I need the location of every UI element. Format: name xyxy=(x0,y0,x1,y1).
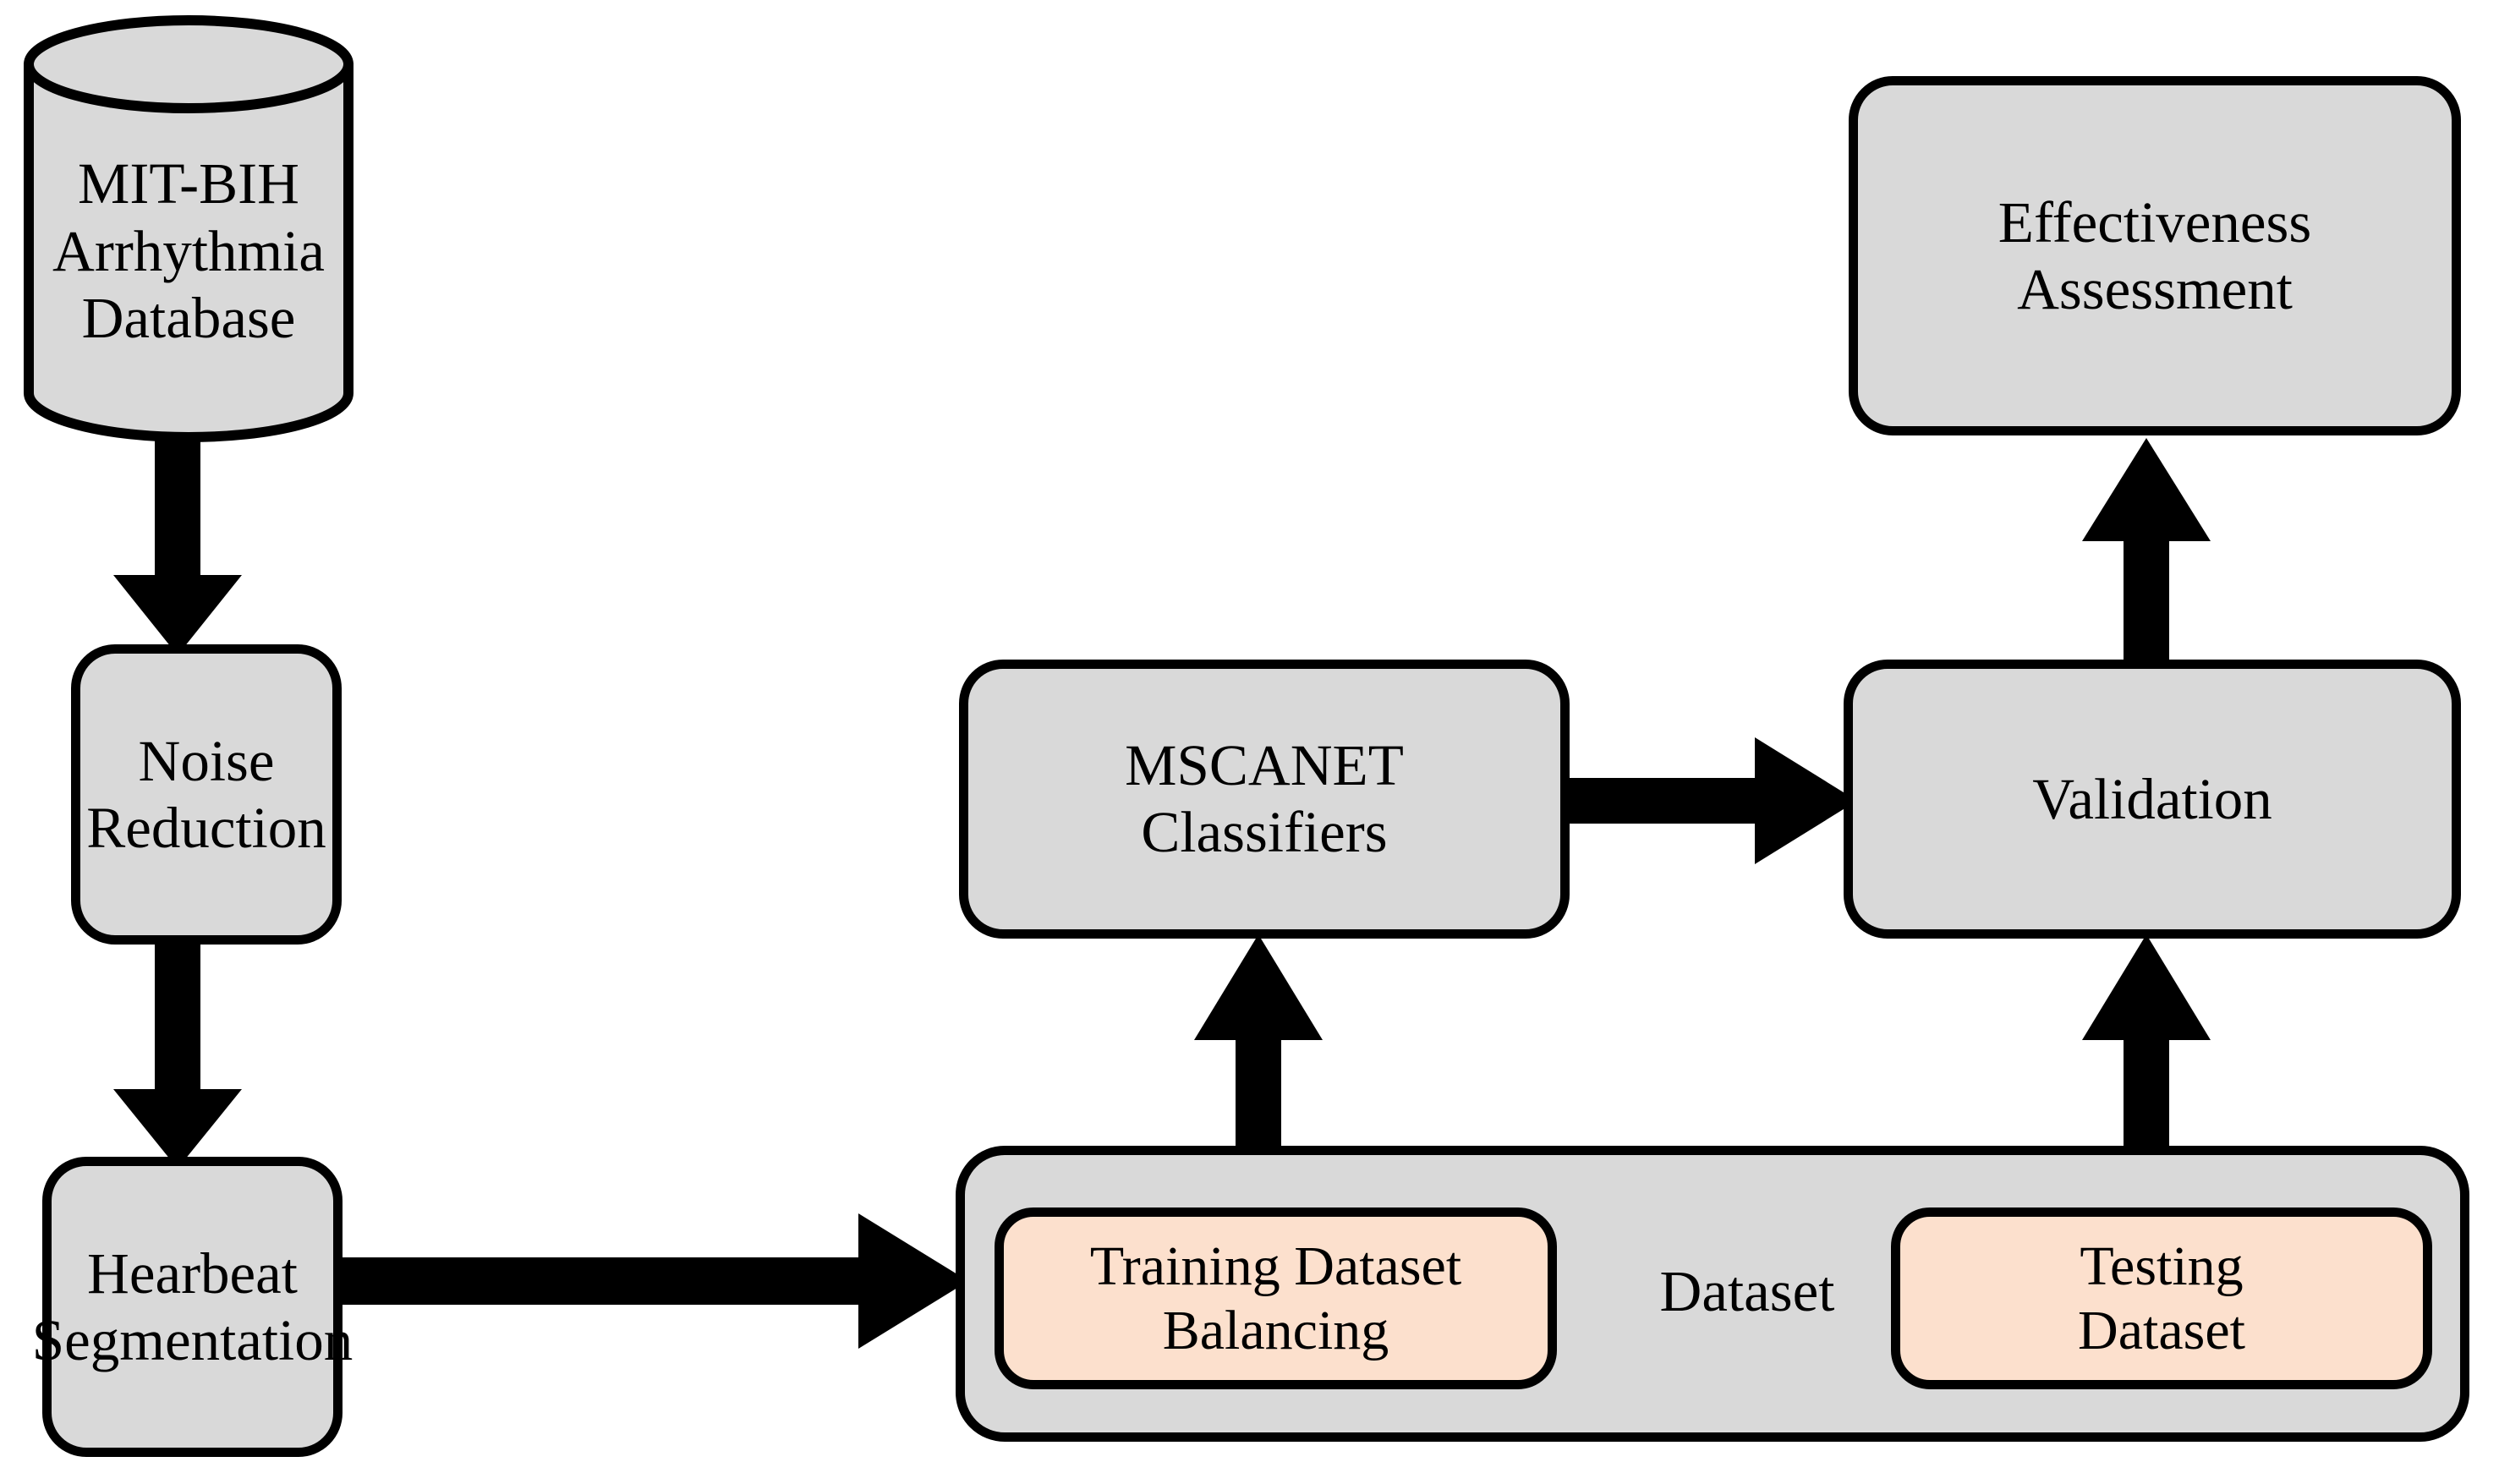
node-validation-label: Validation xyxy=(2032,766,2272,831)
node-testing-dataset-label: Testing Dataset xyxy=(2078,1235,2245,1361)
node-noise-reduction[interactable]: Noise Reduction xyxy=(71,644,342,945)
edge-noise-to-segmentation xyxy=(113,934,242,1169)
node-training-dataset-balancing[interactable]: Training Dataset Balancing xyxy=(995,1207,1557,1389)
node-heartbeat-segmentation[interactable]: Hearbeat Segmentation xyxy=(32,1157,353,1457)
edge-database-to-noise xyxy=(113,423,242,655)
edge-segmentation-to-dataset xyxy=(330,1213,968,1349)
node-mscanet-classifiers-label: MSCANET Classifiers xyxy=(1125,733,1404,864)
node-database-label: MIT-BIH Arrhythmia Database xyxy=(52,151,325,351)
node-dataset-group-label: Dataset xyxy=(1659,1259,1835,1323)
edge-classifiers-to-validation xyxy=(1556,737,1857,864)
node-effectiveness-assessment[interactable]: Effectiveness Assessment xyxy=(1849,76,2461,435)
node-database[interactable]: MIT-BIH Arrhythmia Database xyxy=(24,15,353,442)
node-training-dataset-balancing-label: Training Dataset Balancing xyxy=(1089,1235,1462,1361)
node-heartbeat-segmentation-label: Hearbeat Segmentation xyxy=(31,1240,353,1372)
node-dataset-group[interactable]: Training Dataset Balancing Dataset Testi… xyxy=(956,1146,2469,1442)
node-noise-reduction-label: Noise Reduction xyxy=(86,728,326,860)
cylinder-shape xyxy=(24,15,353,442)
edge-validation-to-effectiveness xyxy=(2082,438,2211,676)
node-validation[interactable]: Validation xyxy=(1844,660,2461,939)
node-mscanet-classifiers[interactable]: MSCANET Classifiers xyxy=(959,660,1570,939)
node-effectiveness-assessment-label: Effectiveness Assessment xyxy=(1998,189,2312,321)
node-testing-dataset[interactable]: Testing Dataset xyxy=(1891,1207,2432,1389)
